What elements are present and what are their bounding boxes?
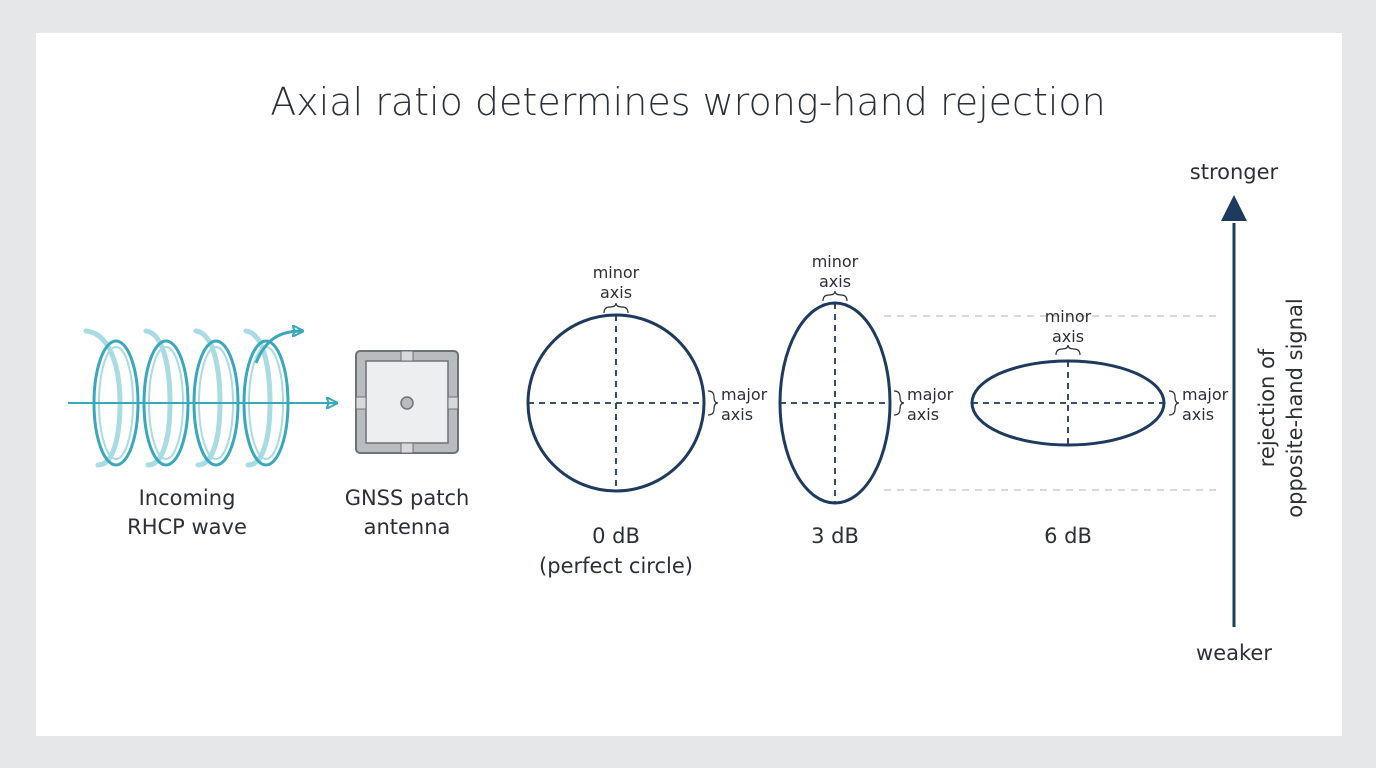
ratio-note-0db: (perfect circle)	[539, 554, 693, 578]
patch-antenna-icon	[355, 350, 459, 454]
major-axis-label-3db-line1: major	[907, 385, 954, 404]
ellipse-3db	[778, 290, 905, 505]
minor-axis-label-6db-line2: axis	[1052, 327, 1084, 346]
rhcp-wave-icon	[68, 331, 336, 468]
rejection-arrow	[1221, 195, 1247, 627]
minor-axis-label-3db-line1: minor	[812, 252, 859, 271]
major-axis-label-0db-line2: axis	[721, 405, 753, 424]
minor-axis-label-0db-line1: minor	[593, 263, 640, 282]
minor-axis-label-3db-line2: axis	[819, 272, 851, 291]
minor-axis-label-6db-line1: minor	[1045, 307, 1092, 326]
minor-axis-label-0db-line2: axis	[600, 283, 632, 302]
diagram-card: Axial ratio determines wrong-hand reject…	[36, 33, 1342, 736]
antenna-label-line1: GNSS patch	[345, 486, 470, 510]
rejection-label-line2: opposite-hand signal	[1283, 298, 1307, 517]
wave-label-line1: Incoming	[139, 486, 236, 510]
major-axis-label-0db-line1: major	[721, 385, 768, 404]
rejection-axis-label: rejection of opposite-hand signal	[1255, 298, 1307, 517]
antenna-label-line2: antenna	[364, 515, 451, 539]
ellipse-0db	[526, 302, 719, 493]
major-axis-label-6db-line2: axis	[1182, 405, 1214, 424]
axis-top-label: stronger	[1190, 160, 1279, 184]
ellipse-6db	[970, 344, 1180, 447]
wave-label-line2: RHCP wave	[127, 515, 247, 539]
ratio-label-0db: 0 dB	[592, 524, 640, 548]
major-axis-label-6db-line1: major	[1182, 385, 1229, 404]
ratio-label-3db: 3 dB	[811, 524, 859, 548]
axis-bottom-label: weaker	[1196, 641, 1272, 665]
rejection-label-line1: rejection of	[1255, 348, 1279, 467]
major-axis-label-3db-line2: axis	[907, 405, 939, 424]
ratio-label-6db: 6 dB	[1044, 524, 1092, 548]
height-guide-lines	[884, 315, 1221, 491]
diagram-title: Axial ratio determines wrong-hand reject…	[270, 80, 1105, 124]
diagram-canvas: Axial ratio determines wrong-hand reject…	[68, 80, 1307, 665]
